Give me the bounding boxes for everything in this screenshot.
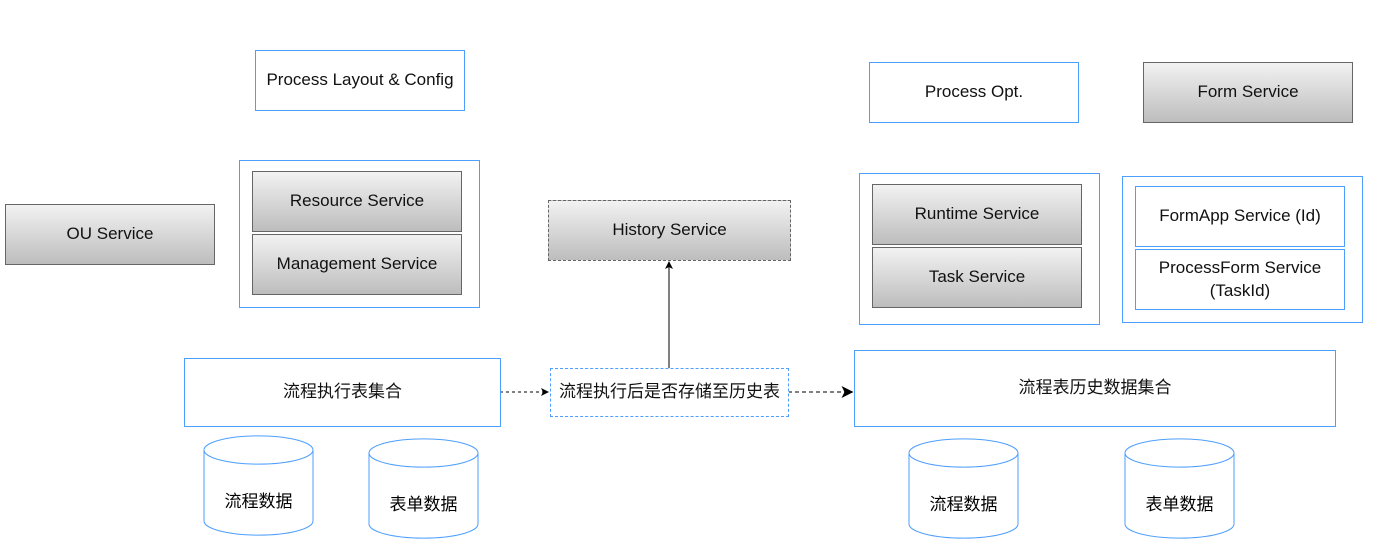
resource-service-box: Resource Service [252, 171, 462, 232]
process-opt-box: Process Opt. [869, 62, 1079, 123]
history-service-box: History Service [548, 200, 791, 261]
database-label: 流程数据 [224, 492, 293, 511]
ou-service-box: OU Service [5, 204, 215, 265]
database-form-data-left: 表单数据 [368, 438, 479, 539]
process-layout-config-box: Process Layout & Config [255, 50, 465, 111]
database-form-data-right: 表单数据 [1124, 438, 1235, 539]
exec-tables-box: 流程执行表集合 [184, 358, 501, 427]
history-tables-box: 流程表历史数据集合 [854, 350, 1336, 427]
form-group [1122, 176, 1363, 323]
management-service-box: Management Service [252, 234, 462, 295]
runtime-group [859, 173, 1100, 325]
form-service-box: Form Service [1143, 62, 1353, 123]
database-label: 表单数据 [389, 495, 458, 514]
decision-box: 流程执行后是否存储至历史表 [550, 368, 789, 417]
resource-group [239, 160, 480, 308]
database-label: 表单数据 [1145, 495, 1214, 514]
database-process-data-right: 流程数据 [908, 438, 1019, 539]
runtime-service-box: Runtime Service [872, 184, 1082, 245]
formapp-service-box: FormApp Service (Id) [1135, 186, 1345, 247]
database-process-data-left: 流程数据 [203, 435, 314, 536]
task-service-box: Task Service [872, 247, 1082, 308]
processform-service-box: ProcessForm Service (TaskId) [1135, 249, 1345, 310]
database-label: 流程数据 [929, 495, 998, 514]
